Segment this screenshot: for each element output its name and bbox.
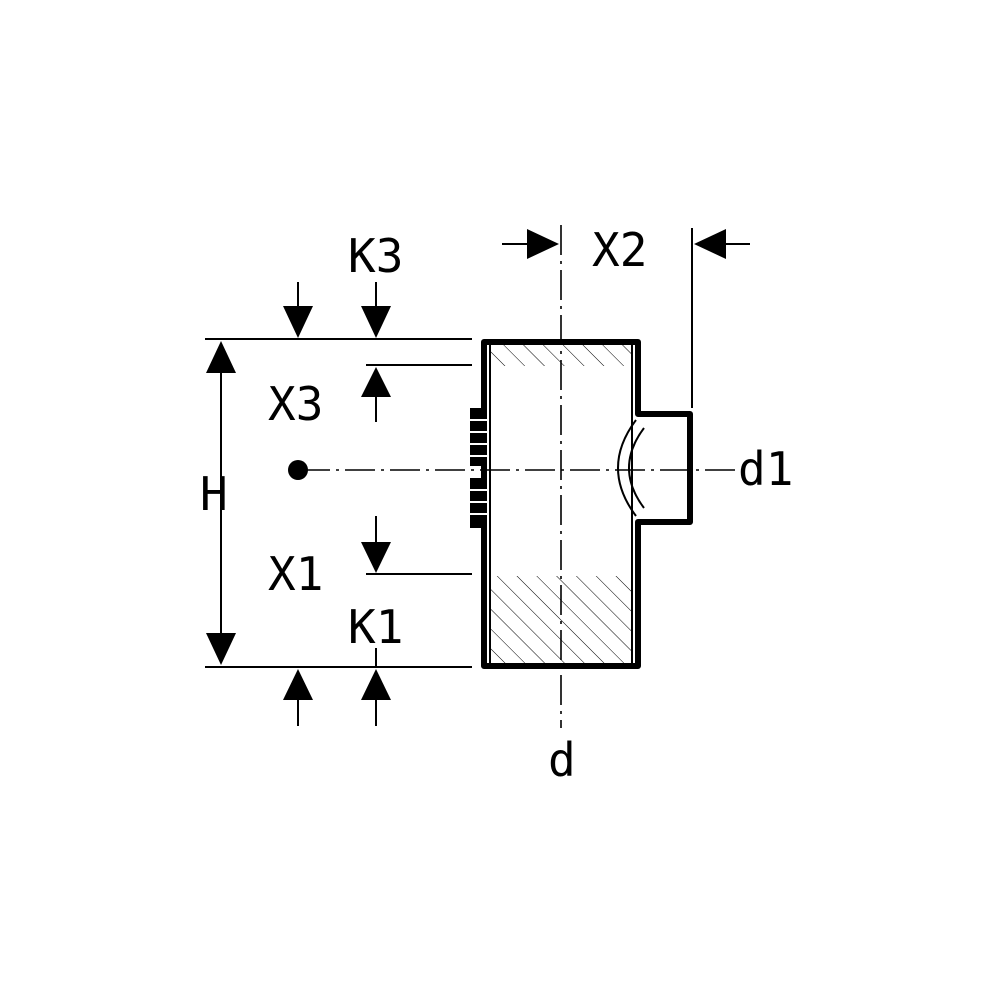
label-x1: X1 bbox=[268, 547, 323, 601]
k3-right-arrow bbox=[361, 306, 391, 338]
h-arrow-bottom bbox=[206, 633, 236, 665]
k1-left-arrow bbox=[283, 669, 313, 700]
label-x2: X2 bbox=[592, 223, 647, 277]
reference-point bbox=[288, 460, 308, 480]
x2-right-arrow bbox=[694, 229, 726, 259]
branch-arc-outer bbox=[617, 419, 637, 517]
label-h: H bbox=[200, 467, 228, 521]
fitting-outline bbox=[481, 339, 693, 669]
label-d: d bbox=[548, 733, 576, 787]
branch-arc-inner bbox=[628, 427, 645, 509]
label-k1: K1 bbox=[348, 600, 403, 654]
label-k3: K3 bbox=[348, 229, 403, 283]
label-d1: d1 bbox=[738, 442, 793, 496]
x3-arrow bbox=[361, 367, 391, 397]
heating-coil-marks bbox=[466, 408, 488, 528]
k1-right-arrow bbox=[361, 669, 391, 700]
label-x3: X3 bbox=[268, 377, 323, 431]
x2-left-arrow bbox=[527, 229, 559, 259]
h-arrow-top bbox=[206, 341, 236, 373]
x1-arrow bbox=[361, 542, 391, 573]
k3-left-arrow bbox=[283, 306, 313, 338]
